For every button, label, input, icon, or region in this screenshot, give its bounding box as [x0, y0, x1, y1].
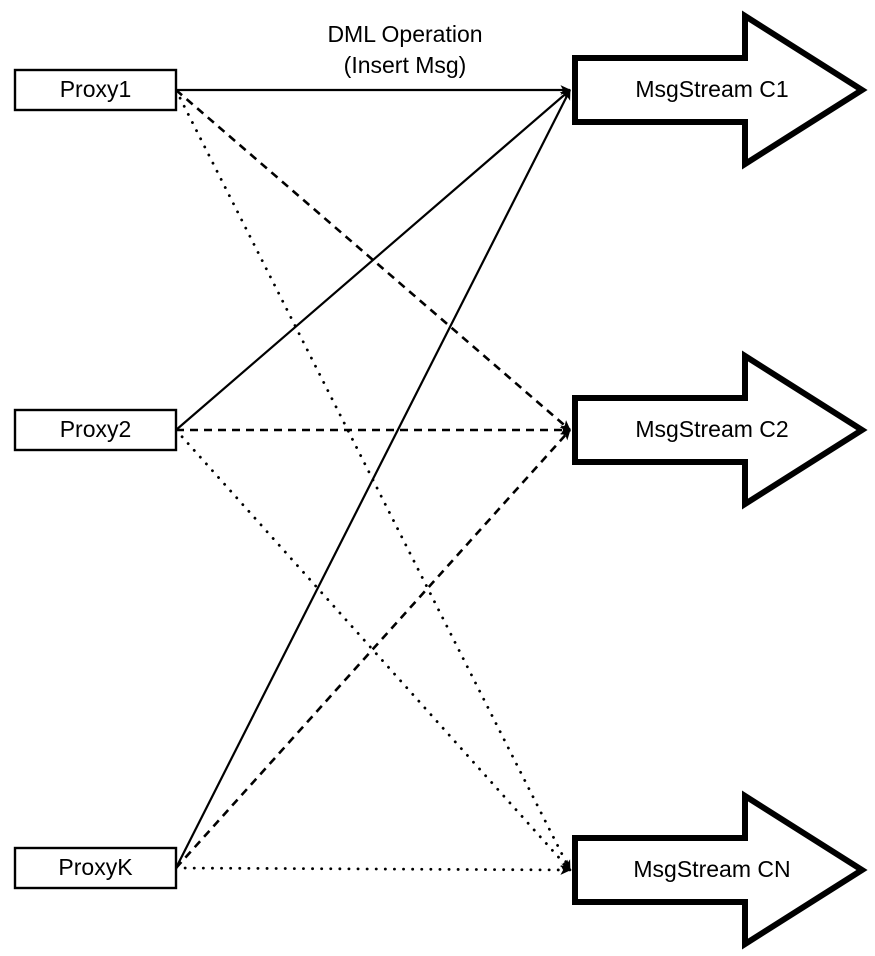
- proxy1-box[interactable]: [13, 68, 178, 112]
- connection-proxy1-to-msgstream-c2[interactable]: [175, 89, 571, 431]
- proxy-node-proxy1[interactable]: Proxy1: [13, 68, 178, 112]
- proxy-node-proxy2[interactable]: Proxy2: [13, 408, 178, 452]
- msgstream-node-c2[interactable]: MsgStream C2: [572, 350, 868, 510]
- dml-operation-line2: (Insert Msg): [344, 52, 467, 78]
- connection-proxyk-to-msgstream-c2[interactable]: [175, 429, 571, 869]
- msgstream-node-c1[interactable]: MsgStream C1: [572, 10, 868, 170]
- msgstream-c2-label: MsgStream C2: [635, 416, 788, 442]
- dml-operation-line1: DML Operation: [327, 21, 482, 47]
- msgstream-node-cn[interactable]: MsgStream CN: [572, 790, 868, 950]
- msgstream-cn-label: MsgStream CN: [633, 856, 790, 882]
- msgstream-layer: MsgStream C1 MsgStream C2 MsgStream CN: [572, 10, 868, 950]
- connection-proxy2-to-msgstream-cn[interactable]: [174, 428, 572, 872]
- msgstream-c1-label: MsgStream C1: [635, 76, 788, 102]
- proxyk-label: ProxyK: [58, 854, 133, 880]
- proxyk-box[interactable]: [13, 846, 178, 890]
- connection-proxyk-to-msgstream-cn[interactable]: [174, 865, 572, 875]
- connection-proxy2-to-msgstream-c1[interactable]: [175, 89, 571, 431]
- proxy2-box[interactable]: [13, 408, 178, 452]
- msgstream-c1-arrow-shape[interactable]: [572, 10, 868, 170]
- msgstream-c2-arrow-shape[interactable]: [572, 350, 868, 510]
- proxy1-label: Proxy1: [60, 76, 132, 102]
- edge-annotation-dml-operation: DML Operation (Insert Msg): [327, 21, 482, 78]
- msgstream-cn-arrow-shape[interactable]: [572, 790, 868, 950]
- proxy2-label: Proxy2: [60, 416, 132, 442]
- proxy-node-proxyk[interactable]: ProxyK: [13, 846, 178, 890]
- connection-proxyk-to-msgstream-c1[interactable]: [175, 89, 571, 869]
- connection-layer: [174, 85, 572, 875]
- proxy-node-layer: Proxy1 Proxy2 ProxyK: [13, 68, 178, 890]
